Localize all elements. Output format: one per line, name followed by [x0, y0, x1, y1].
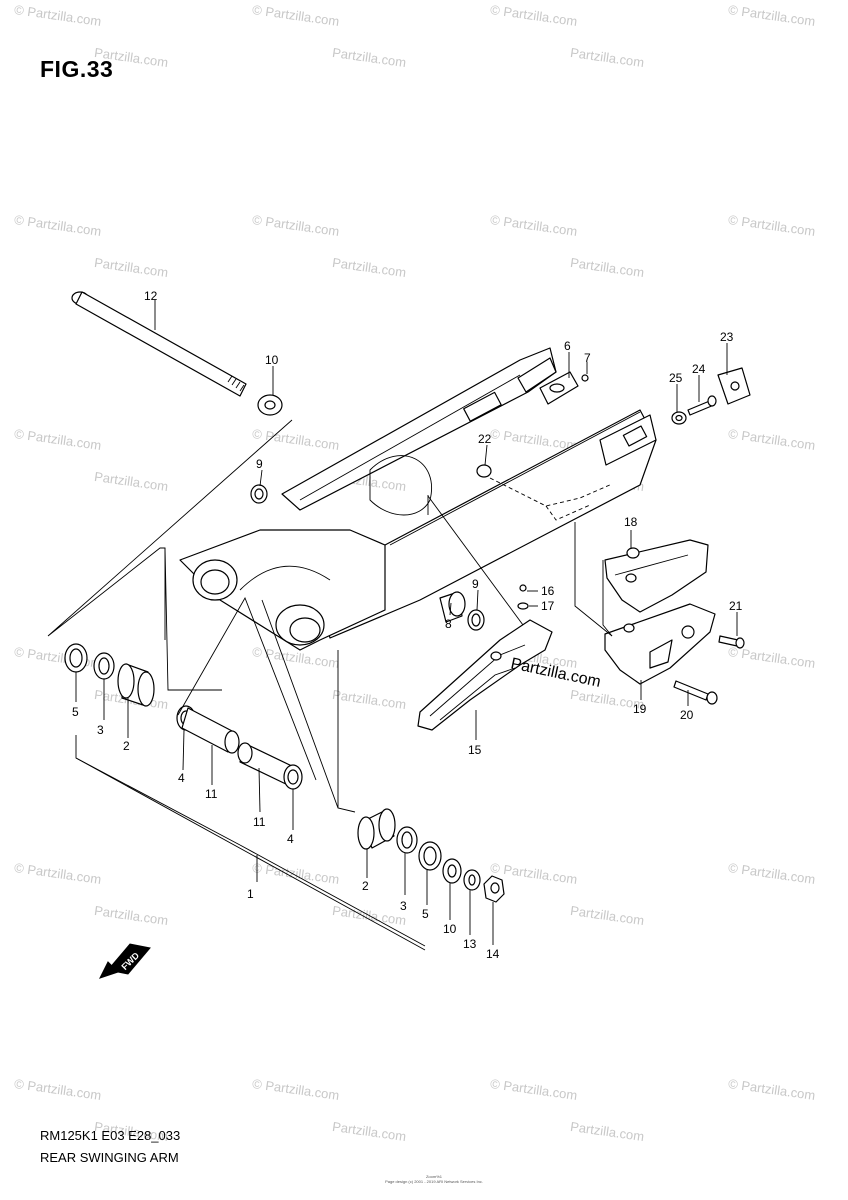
diagram-name: REAR SWINGING ARM — [40, 1150, 179, 1165]
callout-4-left: 4 — [178, 771, 185, 785]
callout-5-right: 5 — [422, 907, 429, 921]
bolt-part-16[interactable] — [519, 584, 527, 592]
callout-8: 8 — [445, 617, 452, 631]
adjuster-block-part-23[interactable] — [717, 367, 751, 405]
callout-25: 25 — [669, 371, 683, 385]
partzilla-overlay-watermark: Partzilla.com — [509, 655, 602, 691]
seal-part-5-right[interactable] — [418, 841, 442, 871]
chain-adjuster-part-6[interactable] — [539, 371, 579, 405]
callout-numbers: 12 10 6 7 23 24 25 22 9 9 16 17 8 18 21 … — [72, 289, 743, 961]
nut-part-14[interactable] — [483, 875, 505, 903]
callout-10-right: 10 — [443, 922, 457, 936]
callout-15: 15 — [468, 743, 482, 757]
callout-11-left: 11 — [205, 787, 218, 801]
callout-9-right: 9 — [472, 577, 479, 591]
seal-part-9-top[interactable] — [250, 484, 268, 504]
seal-part-3-left[interactable] — [93, 652, 115, 680]
chain-guide-bracket-part-19[interactable] — [604, 603, 716, 685]
callout-22: 22 — [478, 432, 492, 446]
swingarm-body-part-1[interactable] — [179, 347, 657, 651]
washer-part-13[interactable] — [463, 869, 481, 891]
seal-part-9-right[interactable] — [467, 609, 485, 631]
washer-part-10-top[interactable] — [257, 394, 283, 416]
fwd-arrow-icon: FWD — [99, 943, 151, 979]
nut-part-25[interactable] — [671, 411, 687, 425]
callout-6: 6 — [564, 339, 571, 353]
leader-lines — [47, 300, 738, 951]
chain-slider-part-15[interactable] — [417, 619, 553, 731]
callout-14: 14 — [486, 947, 500, 961]
callout-12: 12 — [144, 289, 158, 303]
spacer-part-11-left[interactable] — [181, 707, 240, 754]
collar-part-4-right[interactable] — [283, 764, 303, 790]
pivot-bolt-part-12[interactable] — [71, 291, 247, 397]
footer-copyright-line: Page design (c) 2001 - 2019 ARI Network … — [385, 1179, 483, 1184]
footer-copyright: Zoom%1 Page design (c) 2001 - 2019 ARI N… — [369, 1174, 499, 1184]
callout-4-right: 4 — [287, 832, 294, 846]
callout-3-right: 3 — [400, 899, 407, 913]
seal-part-3-right[interactable] — [396, 826, 418, 854]
dashed-hidden-lines — [489, 477, 613, 521]
figure-title: FIG.33 — [40, 56, 114, 82]
callout-7: 7 — [584, 351, 591, 365]
nut-part-22[interactable] — [476, 464, 492, 478]
footer-zoom: Zoom%1 — [425, 1174, 442, 1179]
seal-part-5-left[interactable] — [64, 643, 88, 673]
callout-3-left: 3 — [97, 723, 104, 737]
callout-1: 1 — [247, 887, 254, 901]
model-code: RM125K1 E03 E28_033 — [40, 1128, 181, 1143]
callout-23: 23 — [720, 330, 734, 344]
callout-13: 13 — [463, 937, 477, 951]
adjuster-bolt-part-24[interactable] — [687, 395, 717, 416]
callout-24: 24 — [692, 362, 706, 376]
callout-21: 21 — [729, 599, 743, 613]
callout-17: 17 — [541, 599, 555, 613]
callout-16: 16 — [541, 584, 555, 598]
washer-part-10-right[interactable] — [442, 858, 462, 884]
bearing-part-2-left[interactable] — [117, 663, 155, 707]
callout-10-top: 10 — [265, 353, 279, 367]
callout-20: 20 — [680, 708, 694, 722]
callout-2-left: 2 — [123, 739, 130, 753]
chain-guide-part-18[interactable] — [604, 539, 709, 613]
bolt-part-20[interactable] — [673, 680, 718, 705]
callout-2-right: 2 — [362, 879, 369, 893]
callout-9-top: 9 — [256, 457, 263, 471]
bolt-part-7[interactable] — [581, 374, 589, 382]
washer-part-17[interactable] — [517, 602, 529, 610]
bearing-part-2-right[interactable] — [357, 808, 396, 850]
bearing-part-8[interactable] — [439, 591, 466, 623]
callout-18: 18 — [624, 515, 638, 529]
callout-5-left: 5 — [72, 705, 79, 719]
bolt-part-21[interactable] — [718, 635, 745, 649]
callout-11-right: 11 — [253, 815, 266, 829]
callout-19: 19 — [633, 702, 647, 716]
